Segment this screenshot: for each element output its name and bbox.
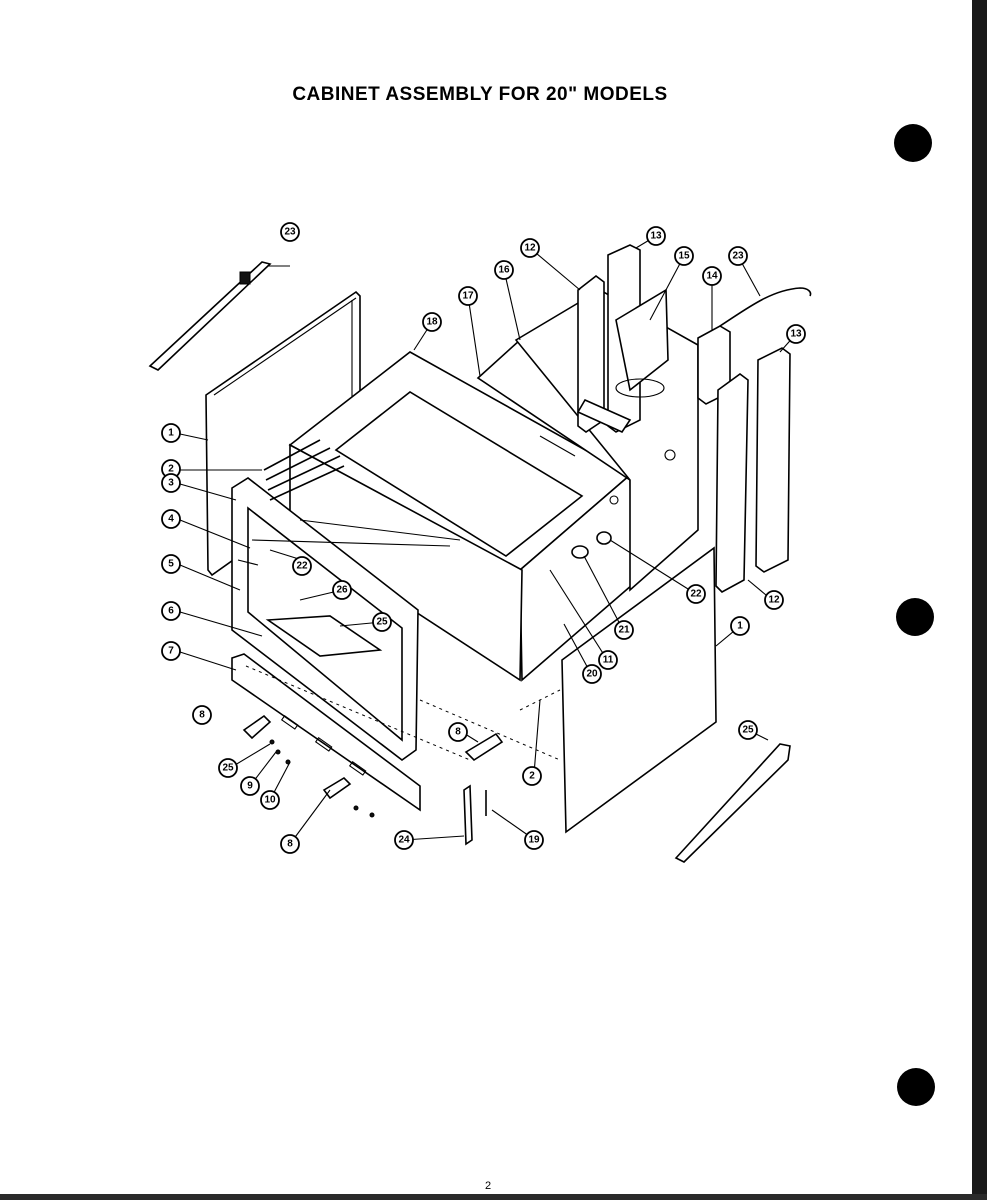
callout-1: 1	[161, 423, 181, 443]
callout-2-lower: 2	[522, 766, 542, 786]
callout-9: 9	[240, 776, 260, 796]
callout-23-right: 23	[728, 246, 748, 266]
svg-text:25: 25	[742, 725, 754, 736]
callout-22-left: 22	[292, 556, 312, 576]
svg-text:1: 1	[737, 621, 743, 632]
page-title: CABINET ASSEMBLY FOR 20" MODELS	[292, 84, 668, 105]
callout-25-left: 25	[218, 758, 238, 778]
page-number: 2	[484, 1180, 492, 1192]
svg-text:11: 11	[603, 655, 614, 666]
svg-text:21: 21	[618, 625, 630, 636]
svg-text:5: 5	[168, 559, 174, 570]
scan-edge-bottom	[0, 1194, 987, 1200]
callout-15: 15	[674, 246, 694, 266]
callout-26: 26	[332, 580, 352, 600]
kick-panel	[231, 653, 421, 812]
callout-25-bottom-right: 25	[738, 720, 758, 740]
svg-text:13: 13	[790, 329, 802, 340]
callout-6: 6	[161, 601, 181, 621]
binder-hole-middle	[896, 598, 934, 636]
bottom-trim-strip-right	[674, 743, 791, 863]
svg-text:1: 1	[168, 428, 174, 439]
callout-13-right: 13	[786, 324, 806, 344]
svg-text:3: 3	[168, 478, 174, 489]
svg-text:12: 12	[524, 243, 536, 254]
callout-12-right: 12	[764, 590, 784, 610]
scan-edge-right	[972, 0, 987, 1200]
callout-11: 11	[598, 650, 618, 670]
svg-text:20: 20	[586, 669, 598, 680]
svg-text:7: 7	[168, 646, 174, 657]
svg-text:26: 26	[336, 585, 348, 596]
oven-cavity-box	[288, 351, 633, 682]
svg-text:25: 25	[376, 617, 388, 628]
callout-8-right: 8	[448, 722, 468, 742]
rear-channels	[576, 244, 669, 434]
callout-18: 18	[422, 312, 442, 332]
callout-23-top-left: 23	[280, 222, 300, 242]
callout-24: 24	[394, 830, 414, 850]
svg-text:10: 10	[264, 795, 276, 806]
callout-21: 21	[614, 620, 634, 640]
top-trim-strip-left	[148, 261, 272, 371]
callout-20: 20	[582, 664, 602, 684]
right-side-panel	[561, 546, 717, 834]
callout-25-mid: 25	[372, 612, 392, 632]
callout-10: 10	[260, 790, 280, 810]
callout-5: 5	[161, 554, 181, 574]
svg-text:23: 23	[284, 227, 296, 238]
svg-text:2: 2	[168, 464, 174, 475]
svg-text:8: 8	[287, 839, 293, 850]
svg-text:8: 8	[199, 710, 205, 721]
svg-text:25: 25	[222, 763, 234, 774]
binder-hole-bottom	[897, 1068, 935, 1106]
callout-4: 4	[161, 509, 181, 529]
svg-text:8: 8	[455, 727, 461, 738]
svg-text:4: 4	[168, 514, 174, 525]
svg-text:13: 13	[650, 231, 662, 242]
svg-text:23: 23	[732, 251, 744, 262]
callout-14: 14	[702, 266, 722, 286]
svg-text:18: 18	[426, 317, 438, 328]
svg-text:22: 22	[690, 589, 702, 600]
svg-text:22: 22	[296, 561, 308, 572]
svg-text:19: 19	[528, 835, 540, 846]
oven-racks	[251, 439, 461, 657]
mounting-bracket	[697, 287, 812, 405]
callout-1-right: 1	[730, 616, 750, 636]
svg-text:2: 2	[529, 771, 535, 782]
hinges-and-screws	[242, 714, 504, 846]
svg-text:14: 14	[706, 271, 718, 282]
svg-text:16: 16	[498, 265, 510, 276]
binder-hole-top	[894, 124, 932, 162]
svg-text:6: 6	[168, 606, 174, 617]
burner-fittings	[571, 531, 612, 559]
right-side-channels	[715, 347, 791, 593]
svg-text:9: 9	[247, 781, 253, 792]
callout-17: 17	[458, 286, 478, 306]
callout-19: 19	[524, 830, 544, 850]
callout-12-top: 12	[520, 238, 540, 258]
callout-16: 16	[494, 260, 514, 280]
callout-22-right: 22	[686, 584, 706, 604]
callout-8-bottom: 8	[280, 834, 300, 854]
svg-text:12: 12	[768, 595, 780, 606]
svg-text:15: 15	[678, 251, 690, 262]
callout-8-left: 8	[192, 705, 212, 725]
svg-text:17: 17	[462, 291, 474, 302]
callout-13-top: 13	[646, 226, 666, 246]
svg-text:24: 24	[398, 835, 410, 846]
callout-7: 7	[161, 641, 181, 661]
callout-3: 3	[161, 473, 181, 493]
